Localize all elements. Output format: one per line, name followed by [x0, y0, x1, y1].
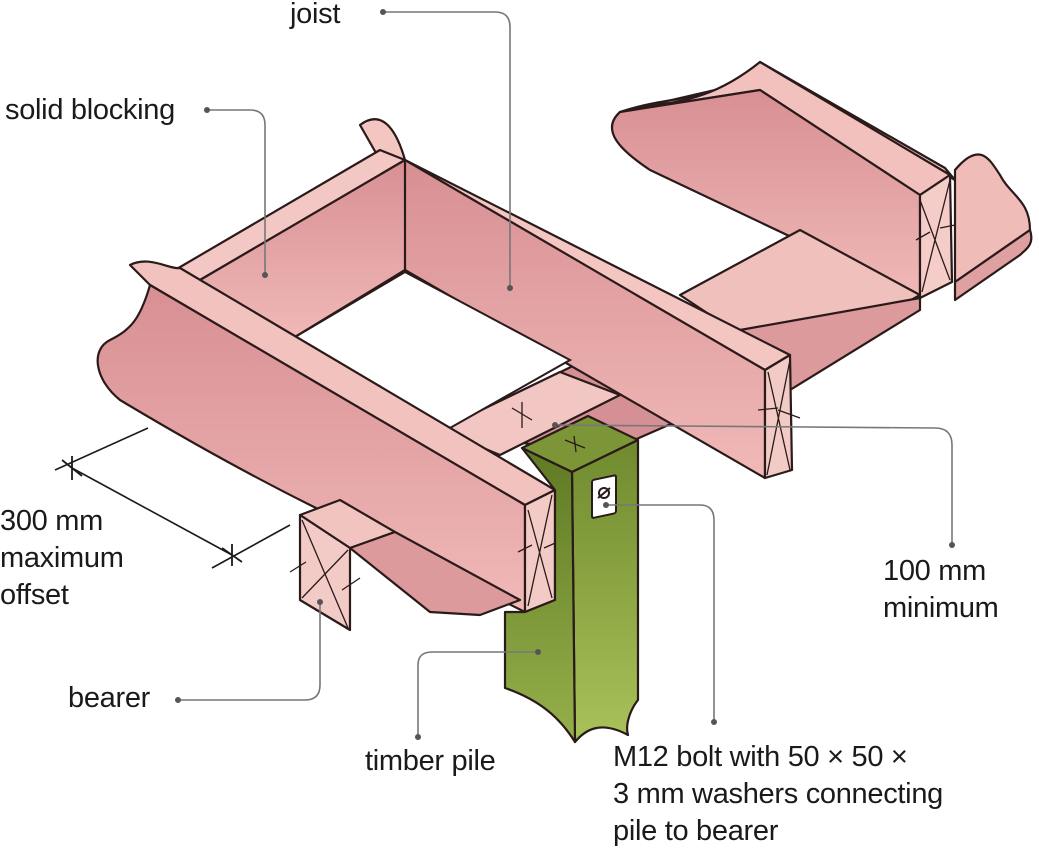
label-minimum-line1: 100 mm — [883, 555, 986, 587]
label-bolt-line3: pile to bearer — [613, 815, 779, 847]
label-minimum-line2: minimum — [883, 592, 999, 624]
timber-pile — [503, 414, 640, 744]
label-joist: joist — [290, 0, 341, 30]
leader-joist — [380, 9, 513, 291]
label-offset-line2: maximum — [0, 542, 124, 574]
offset-dimension-line — [54, 427, 291, 569]
label-bearer: bearer — [68, 682, 151, 714]
leader-timber-pile — [415, 649, 541, 740]
leader-minimum — [552, 422, 955, 548]
label-bolt-line1: M12 bolt with 50 × 50 × — [613, 741, 908, 773]
label-bolt-line2: 3 mm washers connecting — [613, 778, 943, 810]
label-offset-line1: 300 mm — [0, 505, 103, 537]
label-timber-pile: timber pile — [365, 745, 496, 777]
back-bearer-right — [953, 153, 1033, 302]
washer-bolt-icon — [591, 474, 617, 519]
label-offset-line3: offset — [0, 579, 69, 611]
bearer-end — [289, 498, 522, 632]
right-joist — [610, 60, 961, 300]
leader-solid-blocking — [204, 107, 268, 278]
label-solid-blocking: solid blocking — [5, 94, 175, 126]
front-joist — [96, 260, 563, 614]
leader-bearer — [175, 599, 323, 703]
leader-bolt — [603, 502, 717, 725]
